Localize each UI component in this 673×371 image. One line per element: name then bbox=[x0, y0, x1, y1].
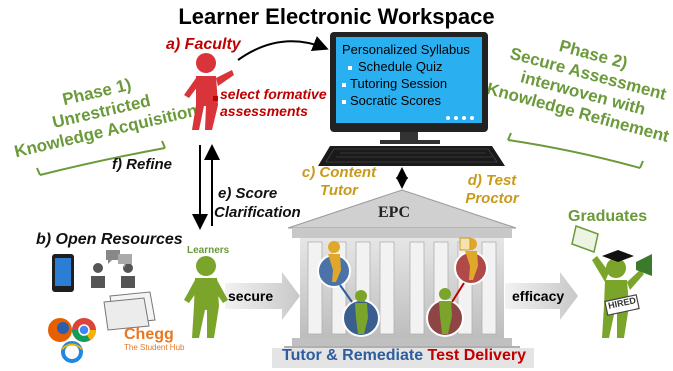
chegg-sub: The Student Hub bbox=[124, 343, 185, 352]
firefox-icon bbox=[48, 318, 72, 342]
screen-item-label: Tutoring Session bbox=[350, 76, 448, 91]
screen-item-socratic[interactable]: Socratic Scores bbox=[340, 92, 482, 109]
papers-icon bbox=[103, 291, 156, 331]
tutor-remediate-label: Tutor & Remediate bbox=[282, 347, 424, 364]
phase1-brace bbox=[36, 140, 166, 176]
bullet-icon bbox=[342, 82, 346, 87]
chegg-logo: Chegg The Student Hub bbox=[124, 327, 186, 353]
bottom-band bbox=[272, 348, 534, 368]
refine-label: f) Refine bbox=[112, 156, 172, 173]
bullet-icon bbox=[342, 99, 346, 104]
learner-figure-proctor-icon bbox=[439, 288, 452, 334]
bottom-band-text: Tutor & Remediate Test Delivery bbox=[274, 347, 534, 365]
keyboard-icon bbox=[318, 146, 505, 166]
phase2-brace bbox=[507, 132, 644, 169]
screen-item-label: Socratic Scores bbox=[350, 93, 442, 108]
efficacy-arrow bbox=[505, 272, 578, 320]
monitor-icon bbox=[330, 32, 488, 144]
score-line2: Clarification bbox=[214, 204, 301, 221]
learner-figure-icon bbox=[184, 256, 228, 338]
chegg-brand: Chegg bbox=[124, 326, 174, 343]
bullet-marker bbox=[213, 96, 218, 101]
tutor-figure-icon bbox=[328, 241, 341, 282]
score-clarification-label: e) Score Clarification bbox=[214, 184, 301, 222]
screen-item-label: Schedule Quiz bbox=[358, 59, 443, 74]
proctor-link bbox=[451, 282, 465, 303]
test-delivery-label: Test Delivery bbox=[427, 347, 526, 364]
faculty-figure-icon bbox=[184, 53, 234, 130]
content-tutor-label: c) Content Tutor bbox=[294, 164, 384, 200]
select-line2: assessments bbox=[220, 103, 308, 119]
select-line1: select formative bbox=[220, 86, 327, 102]
ie-icon bbox=[61, 341, 83, 363]
phone-icon bbox=[52, 254, 74, 292]
graduates-label: Graduates bbox=[568, 208, 648, 225]
content-tutor-line2: Tutor bbox=[319, 182, 359, 199]
megaphone-icon bbox=[636, 254, 652, 276]
secure-label: secure bbox=[228, 288, 274, 304]
test-proctor-line2: Proctor bbox=[465, 190, 519, 207]
screen-item-label: Personalized Syllabus bbox=[342, 42, 470, 57]
open-resources-label: b) Open Resources bbox=[36, 231, 183, 248]
learner-figure-tutor-icon bbox=[355, 290, 368, 334]
select-assessments-label: select formative assessments bbox=[220, 86, 327, 120]
bullet-icon bbox=[348, 65, 352, 70]
screen-item-tutoring[interactable]: Tutoring Session bbox=[340, 75, 482, 92]
faculty-label: a) Faculty bbox=[166, 36, 241, 53]
screen-item-quiz[interactable]: Schedule Quiz bbox=[340, 58, 482, 75]
screen-menu: Personalized Syllabus Schedule Quiz Tuto… bbox=[340, 41, 482, 109]
epc-label: EPC bbox=[378, 204, 410, 221]
learners-label: Learners bbox=[187, 245, 230, 256]
tutor-link bbox=[339, 284, 353, 303]
content-tutor-line1: c) Content bbox=[301, 164, 377, 181]
screen-item-syllabus[interactable]: Personalized Syllabus bbox=[340, 41, 482, 58]
proctor-figure-icon bbox=[459, 237, 478, 280]
test-proctor-line1: d) Test bbox=[467, 172, 517, 189]
chrome-icon bbox=[72, 318, 96, 342]
test-proctor-label: d) Test Proctor bbox=[452, 172, 532, 208]
hired-stamp bbox=[604, 294, 640, 316]
efficacy-label: efficacy bbox=[512, 288, 565, 304]
score-line1: e) Score bbox=[218, 185, 278, 202]
diploma-icon bbox=[571, 225, 599, 253]
discussion-icon bbox=[91, 250, 135, 288]
page-title: Learner Electronic Workspace bbox=[178, 4, 495, 29]
grad-cap-icon bbox=[602, 250, 634, 262]
secure-arrow bbox=[225, 272, 300, 320]
faculty-to-screen-arrow bbox=[237, 36, 329, 61]
